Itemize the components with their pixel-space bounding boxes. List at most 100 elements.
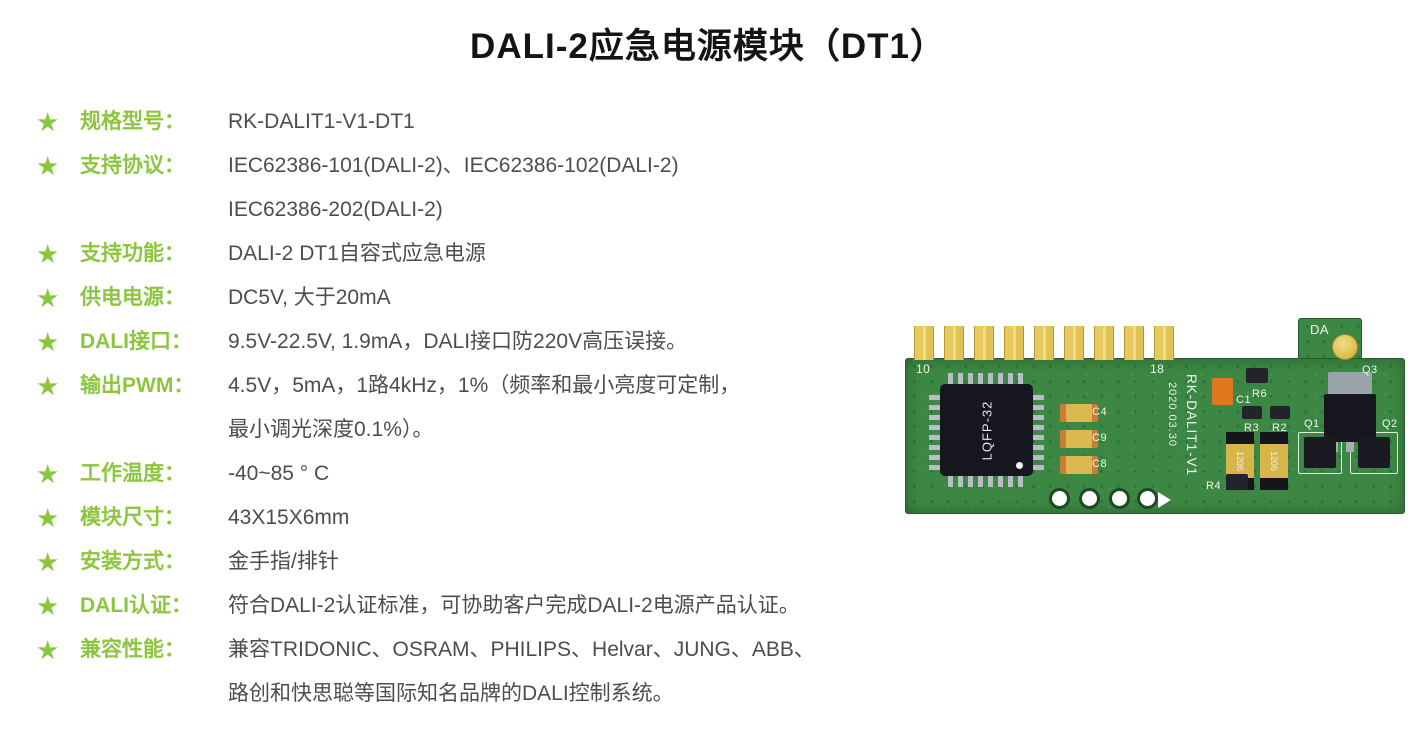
- q1-silkscreen-outline: [1298, 432, 1342, 474]
- spec-value-line: DC5V, 大于20mA: [228, 286, 391, 309]
- label-q1: Q1: [1304, 418, 1320, 430]
- chip-marking: LQFP-32: [979, 400, 994, 460]
- spec-label: DALI接口：: [80, 330, 192, 353]
- spec-list: ★ 规格型号： RK-DALIT1-V1-DT1 ★ 支持协议： IEC6238…: [36, 100, 916, 716]
- spec-value-line: 符合DALI-2认证标准，可协助客户完成DALI-2电源产品认证。: [228, 594, 800, 617]
- chip-pins-right: [1032, 392, 1044, 470]
- spec-row-compatibility: ★ 兼容性能： 兼容TRIDONIC、OSRAM、PHILIPS、Helvar、…: [36, 628, 916, 716]
- star-icon: ★: [36, 591, 60, 621]
- page-title: DALI-2应急电源模块（DT1）: [470, 27, 946, 66]
- mounting-hole: [1052, 491, 1067, 506]
- label-c9: C9: [1092, 432, 1108, 444]
- spec-value: IEC62386-101(DALI-2)、IEC62386-102(DALI-2…: [228, 144, 916, 232]
- gold-pad: [1332, 334, 1358, 360]
- spec-value-line: 路创和快思聪等国际知名品牌的DALI控制系统。: [228, 682, 674, 705]
- spec-value-line: 43X15X6mm: [228, 506, 350, 529]
- spec-label: 安装方式：: [80, 550, 185, 573]
- power-resistor-1206: 1206: [1260, 432, 1288, 490]
- capacitor-c8: [1060, 456, 1098, 474]
- spec-value: DALI-2 DT1自容式应急电源: [228, 232, 916, 276]
- pcb-product-image: DA 10 18 LQFP-32 C4 C9 C8 2020.03.30 RK-…: [900, 316, 1412, 520]
- pcb-da-label: DA: [1310, 322, 1330, 337]
- capacitor-c4: [1060, 404, 1098, 422]
- gold-fingers: [914, 326, 1182, 360]
- label-r6: R6: [1252, 388, 1268, 400]
- star-icon: ★: [36, 239, 60, 269]
- pin-number-left: 10: [916, 362, 931, 376]
- spec-value: 9.5V-22.5V, 1.9mA，DALI接口防220V高压误接。: [228, 320, 916, 364]
- star-icon: ★: [36, 371, 60, 401]
- chip-pin1-dot: [1016, 462, 1023, 469]
- capacitor-c1: [1212, 378, 1233, 405]
- label-r3: R3: [1244, 422, 1260, 434]
- spec-row-dali-port: ★ DALI接口： 9.5V-22.5V, 1.9mA，DALI接口防220V高…: [36, 320, 916, 364]
- spec-value-line: IEC62386-101(DALI-2)、IEC62386-102(DALI-2…: [228, 154, 679, 177]
- chip-pins-bottom: [948, 475, 1026, 487]
- label-c8: C8: [1092, 458, 1108, 470]
- transistor-q3-tab: [1328, 372, 1372, 396]
- label-c4: C4: [1092, 406, 1108, 418]
- spec-row-model: ★ 规格型号： RK-DALIT1-V1-DT1: [36, 100, 916, 144]
- spec-label: 支持功能：: [80, 242, 185, 265]
- resistor-r4: [1226, 474, 1248, 490]
- spec-value: 符合DALI-2认证标准，可协助客户完成DALI-2电源产品认证。: [228, 584, 916, 628]
- spec-value-line: 兼容TRIDONIC、OSRAM、PHILIPS、Helvar、JUNG、ABB…: [228, 638, 815, 661]
- spec-row-pwm: ★ 输出PWM： 4.5V，5mA，1路4kHz，1%（频率和最小亮度可定制， …: [36, 364, 916, 452]
- spec-value-line: 4.5V，5mA，1路4kHz，1%（频率和最小亮度可定制，: [228, 374, 741, 397]
- spec-label: DALI认证：: [80, 594, 192, 617]
- spec-value-line: IEC62386-202(DALI-2): [228, 198, 443, 221]
- spec-value: 兼容TRIDONIC、OSRAM、PHILIPS、Helvar、JUNG、ABB…: [228, 628, 916, 716]
- star-icon: ★: [36, 107, 60, 137]
- transistor-q1: [1304, 437, 1336, 468]
- spec-row-mounting: ★ 安装方式： 金手指/排针: [36, 540, 916, 584]
- spec-value: 43X15X6mm: [228, 496, 916, 540]
- label-q3: Q3: [1362, 364, 1378, 376]
- transistor-q3: [1324, 394, 1376, 442]
- spec-label: 模块尺寸：: [80, 506, 185, 529]
- chip-pins-top: [948, 373, 1026, 385]
- resistor-r6: [1246, 368, 1268, 383]
- transistor-q2: [1358, 437, 1390, 468]
- star-icon: ★: [36, 283, 60, 313]
- silkscreen-arrow-icon: [1158, 492, 1171, 508]
- star-icon: ★: [36, 547, 60, 577]
- spec-value: RK-DALIT1-V1-DT1: [228, 100, 916, 144]
- spec-value-line: DALI-2 DT1自容式应急电源: [228, 242, 486, 265]
- spec-value-line: 最小调光深度0.1%）。: [228, 418, 434, 441]
- label-r2: R2: [1272, 422, 1288, 434]
- resistor-r2: [1270, 406, 1290, 419]
- spec-label: 兼容性能：: [80, 638, 185, 661]
- label-r4: R4: [1206, 480, 1222, 492]
- mcu-chip: LQFP-32: [940, 384, 1033, 476]
- silkscreen-model: RK-DALIT1-V1: [1184, 374, 1199, 477]
- spec-label: 工作温度：: [80, 462, 185, 485]
- chip-pins-left: [929, 392, 941, 470]
- mounting-hole: [1082, 491, 1097, 506]
- star-icon: ★: [36, 327, 60, 357]
- spec-row-certification: ★ DALI认证： 符合DALI-2认证标准，可协助客户完成DALI-2电源产品…: [36, 584, 916, 628]
- spec-label: 支持协议：: [80, 154, 185, 177]
- spec-row-size: ★ 模块尺寸： 43X15X6mm: [36, 496, 916, 540]
- spec-value: 金手指/排针: [228, 540, 916, 584]
- spec-row-power: ★ 供电电源： DC5V, 大于20mA: [36, 276, 916, 320]
- label-c1: C1: [1236, 394, 1252, 406]
- silkscreen-date: 2020.03.30: [1166, 382, 1178, 448]
- pin-number-right: 18: [1150, 362, 1165, 376]
- spec-row-function: ★ 支持功能： DALI-2 DT1自容式应急电源: [36, 232, 916, 276]
- resistor-r3: [1242, 406, 1262, 419]
- spec-value: -40~85 ° C: [228, 452, 916, 496]
- spec-label: 供电电源：: [80, 286, 185, 309]
- spec-row-protocol: ★ 支持协议： IEC62386-101(DALI-2)、IEC62386-10…: [36, 144, 916, 232]
- spec-value-line: 金手指/排针: [228, 550, 339, 573]
- spec-value-line: 9.5V-22.5V, 1.9mA，DALI接口防220V高压误接。: [228, 330, 688, 353]
- mounting-hole: [1140, 491, 1155, 506]
- star-icon: ★: [36, 635, 60, 665]
- mounting-hole: [1112, 491, 1127, 506]
- spec-value-line: -40~85 ° C: [228, 462, 330, 485]
- q3-lead: [1346, 442, 1354, 452]
- resistor-marking: 1206: [1269, 450, 1279, 472]
- spec-value-line: RK-DALIT1-V1-DT1: [228, 110, 415, 133]
- star-icon: ★: [36, 503, 60, 533]
- spec-value: 4.5V，5mA，1路4kHz，1%（频率和最小亮度可定制， 最小调光深度0.1…: [228, 364, 916, 452]
- resistor-marking: 1206: [1235, 450, 1245, 472]
